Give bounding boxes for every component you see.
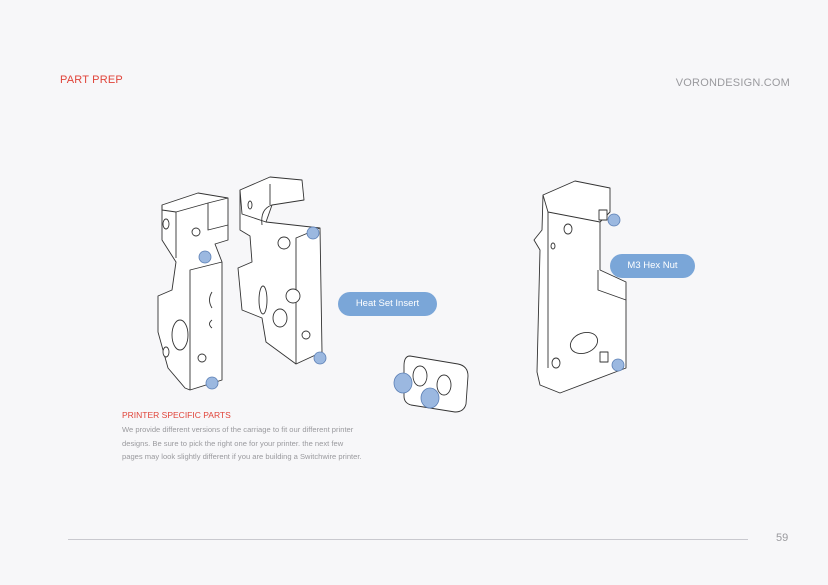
carriage-part-left-b [237, 176, 323, 365]
heat-set-insert-callout: Heat Set Insert [338, 292, 437, 316]
footer-divider [68, 539, 748, 540]
heat-insert-1 [198, 250, 212, 264]
heat-insert-plate [403, 355, 469, 413]
page-number: 59 [776, 532, 789, 544]
heat-insert-plate-a [393, 372, 413, 394]
info-body: We provide different versions of the car… [122, 425, 362, 461]
hex-nut-1 [607, 213, 621, 227]
hex-nut-2 [611, 358, 625, 372]
heat-insert-plate-b [420, 387, 440, 409]
info-title: PRINTER SPECIFIC PARTS [122, 410, 231, 420]
carriage-part-left-a [157, 192, 229, 391]
website-label: VORONDESIGN.COM [675, 77, 790, 89]
heat-insert-3 [306, 226, 320, 240]
heat-insert-4 [313, 351, 327, 365]
carriage-part-right [533, 180, 627, 394]
heat-insert-2 [205, 376, 219, 390]
section-title: PART PREP [60, 74, 123, 86]
m3-hex-nut-callout: M3 Hex Nut [610, 254, 695, 278]
printer-specific-info: PRINTER SPECIFIC PARTS We provide differ… [122, 410, 362, 464]
